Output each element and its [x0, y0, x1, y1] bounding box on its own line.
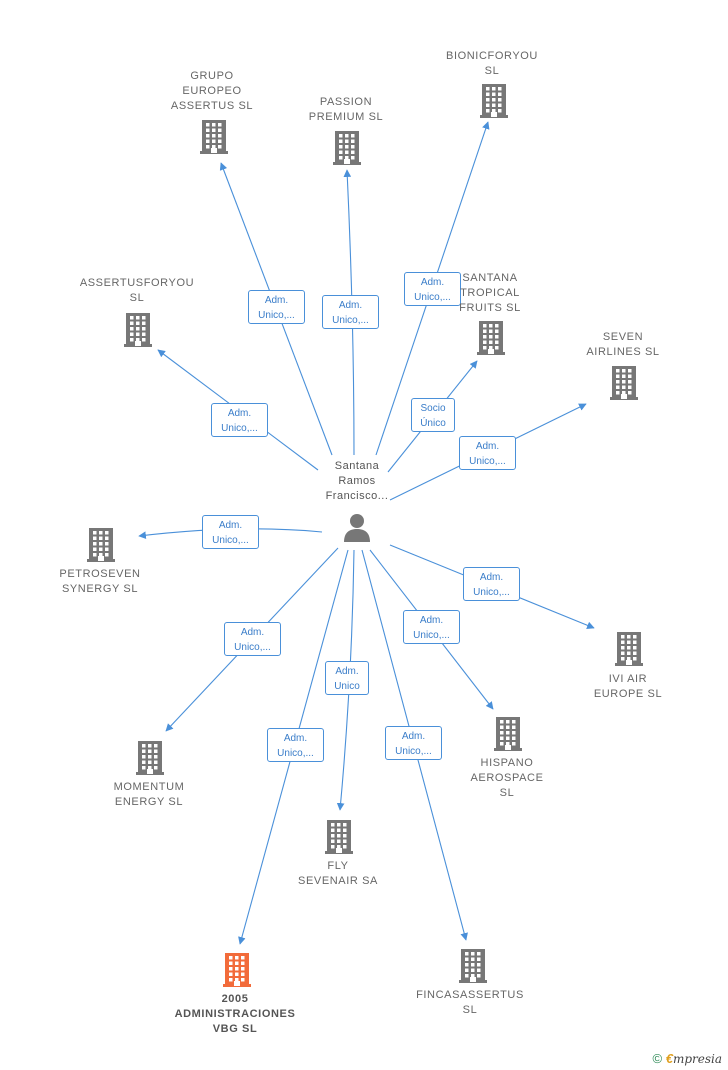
relation-label-vbg[interactable]: Adm. Unico,... [267, 728, 324, 762]
company-label[interactable]: ASSERTUSFORYOU SL [79, 277, 195, 304]
relation-label-bionic[interactable]: Adm. Unico,... [404, 272, 461, 306]
person-name[interactable]: Santana Ramos Francisco... [325, 460, 389, 502]
company-label[interactable]: BIONICFORYOU SL [446, 50, 538, 77]
relation-label-assertusforyou[interactable]: Adm. Unico,... [211, 403, 268, 437]
copyright-icon: © [652, 1051, 663, 1066]
company-label[interactable]: 2005 ADMINISTRACIONES VBG SL [174, 993, 296, 1035]
company-label[interactable]: IVI AIR EUROPE SL [593, 673, 663, 700]
building-icon [87, 528, 115, 562]
building-icon [480, 84, 508, 118]
building-icon [494, 717, 522, 751]
building-icon [610, 366, 638, 400]
relation-label-fly[interactable]: Adm. Unico [325, 661, 369, 695]
company-label[interactable]: GRUPO EUROPEO ASSERTUS SL [170, 70, 254, 112]
building-icon [459, 949, 487, 983]
building-icon [200, 120, 228, 154]
company-label[interactable]: FLY SEVENAIR SA [298, 860, 378, 887]
relation-label-tropical[interactable]: Socio Único [411, 398, 455, 432]
company-label[interactable]: SEVEN AIRLINES SL [586, 331, 660, 358]
relation-label-iviair[interactable]: Adm. Unico,... [463, 567, 520, 601]
building-icon [223, 953, 251, 987]
building-icon [615, 632, 643, 666]
relation-label-momentum[interactable]: Adm. Unico,... [224, 622, 281, 656]
building-icon [124, 313, 152, 347]
relation-label-hispano[interactable]: Adm. Unico,... [403, 610, 460, 644]
building-icon [325, 820, 353, 854]
building-icon [333, 131, 361, 165]
company-label[interactable]: HISPANO AEROSPACE SL [470, 757, 544, 799]
company-label[interactable]: PASSION PREMIUM SL [308, 96, 384, 123]
building-icon [136, 741, 164, 775]
relation-label-grupo[interactable]: Adm. Unico,... [248, 290, 305, 324]
footer: © €mpresia [652, 1051, 722, 1066]
relation-label-passion[interactable]: Adm. Unico,... [322, 295, 379, 329]
company-label[interactable]: MOMENTUM ENERGY SL [113, 781, 185, 808]
building-icon [477, 321, 505, 355]
brand-name: mpresia [672, 1052, 722, 1066]
company-label[interactable]: SANTANA TROPICAL FRUITS SL [459, 272, 521, 314]
relation-label-finca[interactable]: Adm. Unico,... [385, 726, 442, 760]
company-label[interactable]: FINCASASSERTUS SL [416, 989, 524, 1016]
company-label[interactable]: PETROSEVEN SYNERGY SL [59, 568, 141, 595]
person-icon [344, 514, 370, 542]
relation-label-petroseven[interactable]: Adm. Unico,... [202, 515, 259, 549]
relation-label-seven[interactable]: Adm. Unico,... [459, 436, 516, 470]
brand-logo-initial: € [665, 1051, 673, 1066]
